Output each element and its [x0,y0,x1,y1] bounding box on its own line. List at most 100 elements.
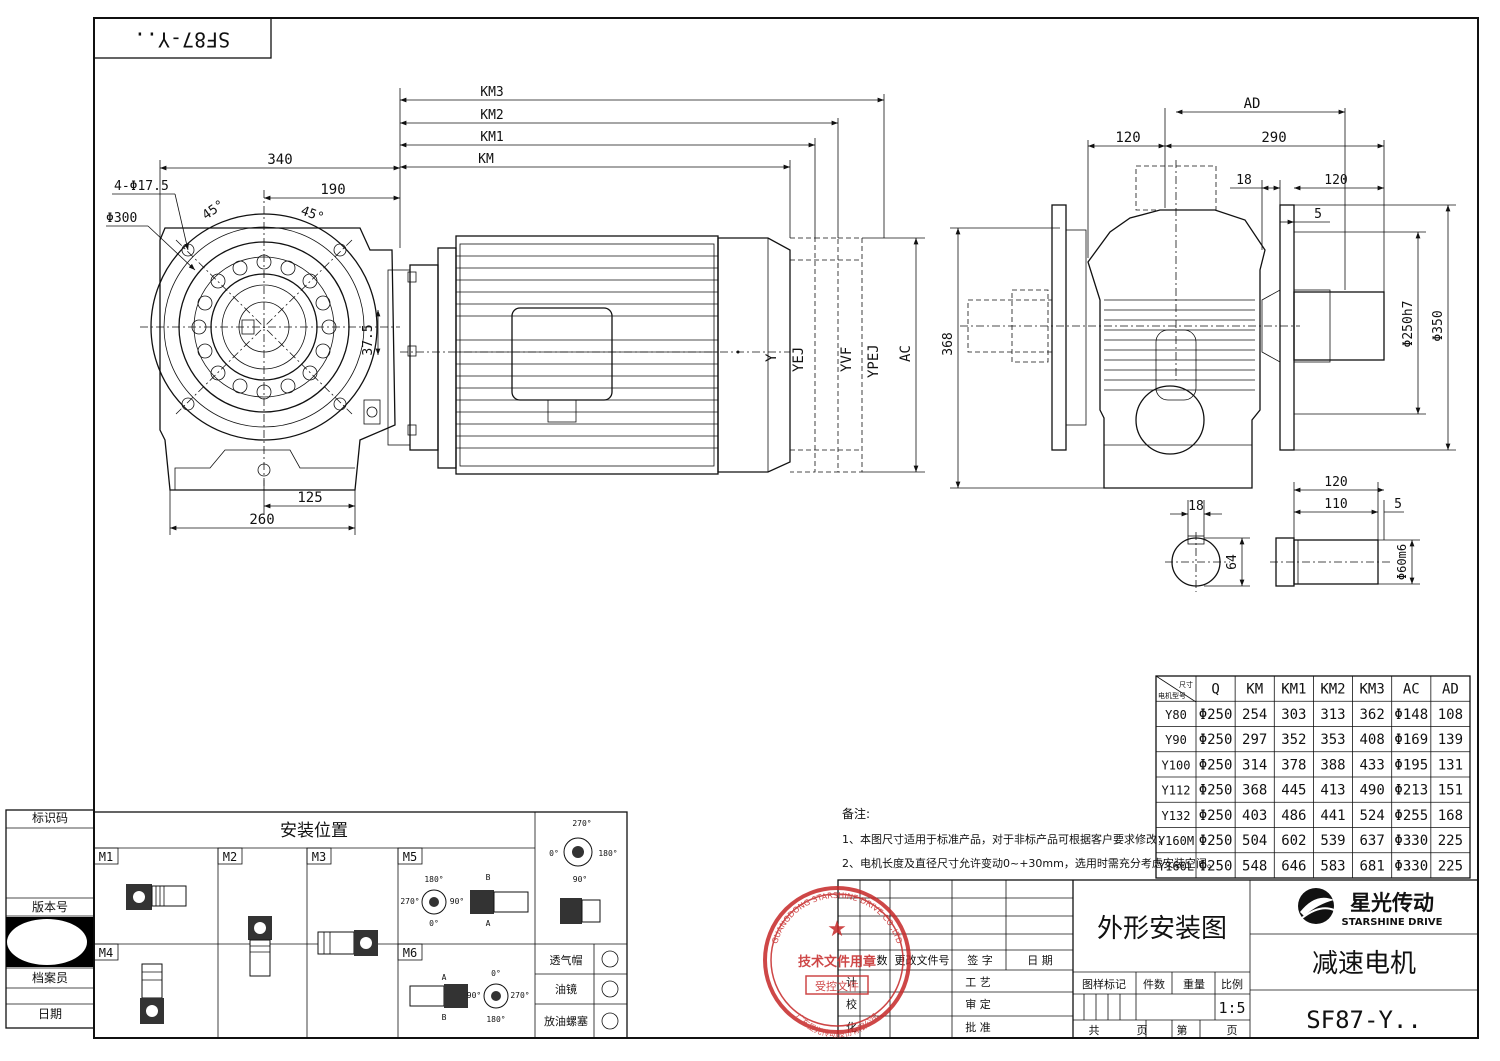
table-cell: Φ250 [1199,783,1233,799]
table-cell: 313 [1320,707,1345,723]
table-cell: 378 [1281,757,1306,773]
angle-45-left: 45° [200,198,228,224]
dim-125: 125 [297,490,322,506]
table-row-label: Y100 [1162,758,1191,772]
label-ac: AC [898,345,914,362]
m6-sketch: A B 0° 270° 90° 180° [409,969,530,1024]
dim-300: Φ300 [106,211,137,226]
meta-marking: 图样标记 [1082,977,1126,991]
brand-cn: 星光传动 [1350,891,1434,915]
m6-angle-270: 270° [510,991,529,1000]
dim-km3: KM3 [480,85,503,100]
cooling-fins [456,255,718,449]
table-header-q: Q [1211,682,1219,698]
product-name: 减速电机 [1312,949,1416,979]
label-y: Y [764,353,780,362]
m5-label-a: A [486,919,491,928]
table-cell: 583 [1320,858,1345,874]
table-cell: 225 [1438,858,1463,874]
table-row-label: Y160L [1158,859,1194,873]
sheet-total-unit: 页 [1137,1024,1148,1037]
pos-angle-0: 0° [549,849,559,858]
rev-header-date: 日 期 [1027,954,1053,967]
dim-120a: 120 [1115,130,1140,146]
notes-line-1: 1、本图尺寸适用于标准产品，对于非标产品可根据客户要求修改； [842,832,1168,846]
drain-plug-symbol [601,1012,619,1030]
dim-60m6: Φ60m6 [1395,544,1409,580]
position-diagram: 270° 0° 180° 90° [549,819,618,924]
dim-120c: 120 [1324,475,1347,490]
left-strip: 标识码 版本号 档案员 日期 [5,809,95,1029]
dim-290: 290 [1261,130,1286,146]
m5-sketch: 180° 270° 90° 0° B A [400,873,529,928]
m5-angle-270: 270° [400,897,419,906]
title-block: 数 更改文件号 签 字 日 期 计 校 化 工 艺 审 定 批 准 外形安装图 … [837,879,1479,1039]
table-cell: Φ250 [1199,732,1233,748]
table-cell: 433 [1359,757,1384,773]
m5-angle-90: 90° [450,897,464,906]
side-view: 120 290 AD 18 120 5 368 Φ250h7 Φ350 [941,96,1456,489]
mounting-title: 安装位置 [280,821,348,841]
pos-angle-270: 270° [572,819,591,828]
label-yej: YEJ [791,347,807,372]
m6-label-b: B [442,1013,447,1022]
table-row-label: Y90 [1165,733,1187,747]
dim-18a: 18 [1236,173,1252,188]
blank-oval [7,919,87,965]
table-cell: Φ250 [1199,707,1233,723]
notes: 备注: 1、本图尺寸适用于标准产品，对于非标产品可根据客户要求修改； 2、电机长… [842,806,1218,870]
table-cell: 254 [1242,707,1267,723]
outer-flange-holes [181,243,347,411]
m5-angle-180: 180° [424,875,443,884]
dim-190: 190 [320,182,345,198]
dim-350: Φ350 [1431,310,1446,341]
table-corner-bottom: 电机型号 [1158,691,1186,700]
role-review: 审 定 [965,997,991,1011]
notes-line-2: 2、电机长度及直径尺寸允许变动0~+30mm，选用时需充分考虑安装空间。 [842,856,1218,870]
dim-64: 64 [1225,554,1240,570]
header-code: SF87-Y.. [134,28,230,52]
label-yvf: YVF [839,347,855,372]
table-cell: Φ250 [1199,808,1233,824]
meta-quantity: 件数 [1143,978,1165,991]
table-cell: 646 [1281,858,1306,874]
table-cell: 486 [1281,808,1306,824]
table-cell: 352 [1281,732,1306,748]
stamp-star: ★ [827,917,847,942]
sheet-total-label: 共 [1089,1024,1100,1037]
table-cell: Φ330 [1394,858,1428,874]
role-approve: 批 准 [965,1020,991,1034]
pos-angle-90: 90° [573,875,587,884]
scale-value: 1:5 [1218,999,1245,1017]
role-design: 计 [846,976,857,989]
table-cell: 353 [1320,732,1345,748]
mounting-positions: 安装位置 M1 M2 M3 M5 M4 M6 [93,811,628,1039]
table-cell: 303 [1281,707,1306,723]
table-cell: 504 [1242,833,1267,849]
role-standard: 化 [846,1020,857,1034]
terminal-box [511,307,613,401]
dim-18b: 18 [1188,499,1204,514]
sheet-no-label: 第 [1177,1023,1188,1037]
table-cell: 368 [1242,783,1267,799]
meta-weight: 重量 [1183,977,1205,991]
table-cell: 297 [1242,732,1267,748]
table-row-label: Y112 [1162,784,1191,798]
dim-km: KM [478,152,494,167]
table-header-km1: KM1 [1281,682,1306,698]
table-cell: 408 [1359,732,1384,748]
table-cell: 539 [1320,833,1345,849]
dim-ad: AD [1244,96,1261,112]
hollow-shaft-bore [1135,385,1205,455]
dim-368: 368 [941,332,956,355]
m2-sketch [248,916,272,977]
m6-angle-0: 0° [491,969,501,978]
legend-oil-sight: 油镜 [555,982,577,996]
cell-m4: M4 [99,946,113,960]
left-label-version: 版本号 [32,900,68,914]
dim-km2: KM2 [480,108,503,123]
dim-110: 110 [1324,497,1347,512]
left-label-id: 标识码 [32,811,68,825]
